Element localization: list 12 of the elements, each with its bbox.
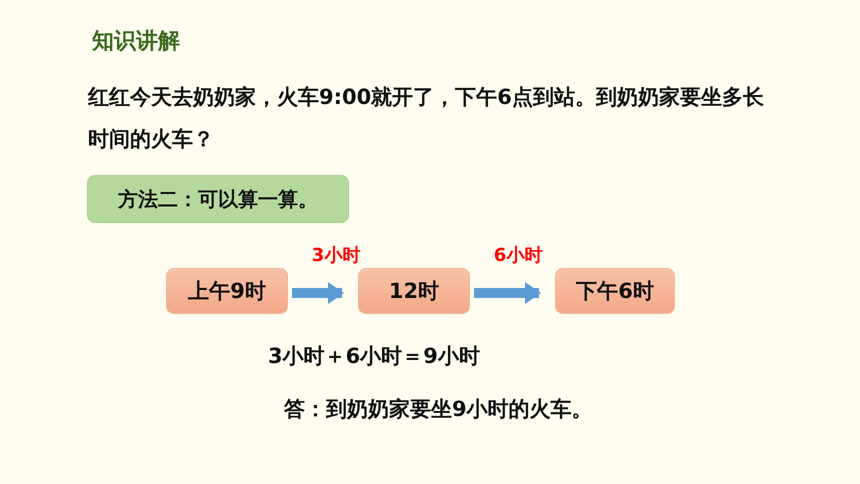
problem-text: 红红今天去奶奶家，火车9:00就开了，下午6点到站。到奶奶家要坐多长时间的火车？ [88, 84, 765, 153]
arrow [474, 282, 541, 304]
time-box: 下午6时 [555, 268, 675, 314]
title: 知识讲解 [92, 28, 180, 56]
method-box: 方法二：可以算一算。 [87, 175, 349, 223]
edge-label: 3小时 [310, 243, 362, 267]
arrow [292, 282, 344, 304]
answer-text: 答：到奶奶家要坐9小时的火车。 [284, 396, 593, 423]
equation-text: 3小时＋6小时＝9小时 [268, 343, 480, 370]
time-box: 12时 [358, 268, 470, 314]
time-box: 上午9时 [166, 268, 288, 314]
edge-label: 6小时 [492, 243, 544, 267]
